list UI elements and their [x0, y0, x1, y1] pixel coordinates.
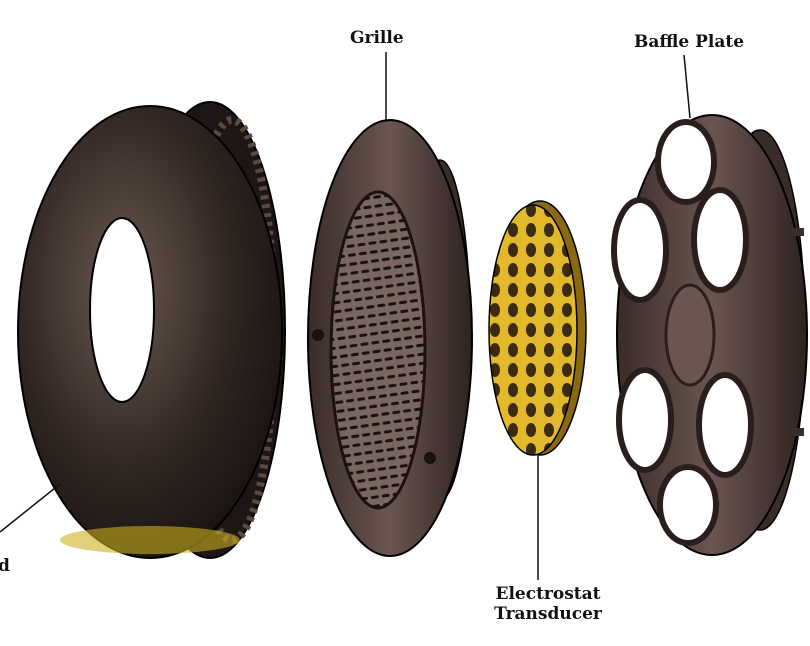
transducer-label-line1: Electrostat: [495, 584, 601, 604]
grille: [307, 119, 473, 557]
ear-pad-leader-line: [0, 483, 61, 533]
transducer-label: Electrostat Transducer: [488, 584, 608, 624]
grille-label: Grille: [350, 28, 404, 48]
transducer-label-line2: Transducer: [494, 604, 602, 624]
baffle-plate-label: Baffle Plate: [634, 32, 745, 52]
baffle-leader-line: [683, 54, 691, 119]
ear-pad: [17, 101, 286, 559]
electrostat-transducer: [488, 200, 587, 456]
baffle-plate: [611, 114, 808, 556]
ear-pad-label: d: [0, 556, 10, 576]
